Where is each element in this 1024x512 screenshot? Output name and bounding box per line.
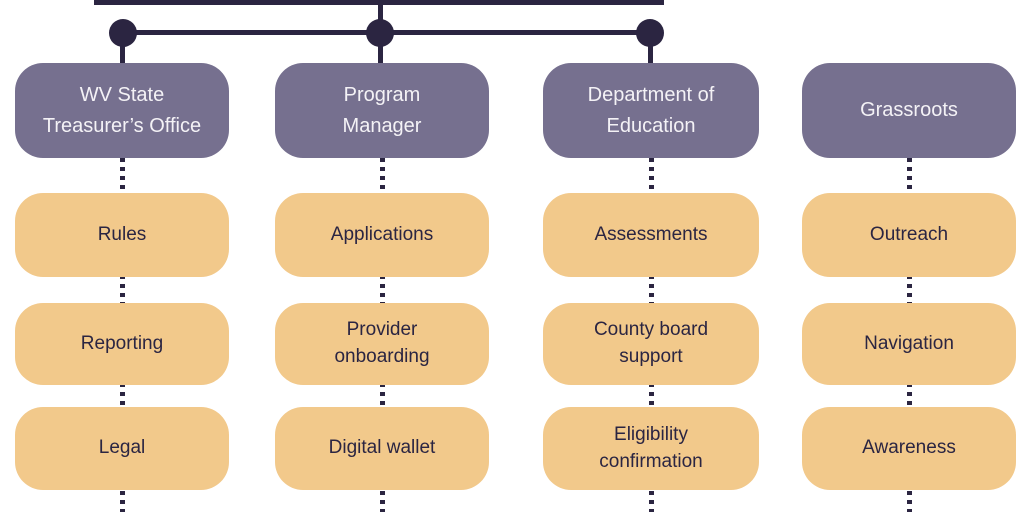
header-label: Department of Education: [587, 83, 715, 137]
item-box: Outreach: [802, 193, 1016, 277]
item-box: Reporting: [15, 303, 229, 385]
item-box: Eligibility confirmation: [543, 407, 759, 490]
column-department-of-education: Department of Education Assessments Coun…: [543, 0, 759, 512]
branch-stub: [120, 33, 125, 65]
item-box: Provider onboarding: [275, 303, 489, 385]
item-label: Reporting: [80, 332, 164, 354]
item-box: Digital wallet: [275, 407, 489, 490]
header-label: Grassroots: [860, 99, 958, 121]
item-label: Outreach: [869, 223, 949, 245]
item-box: Rules: [15, 193, 229, 277]
connector-dot: [366, 19, 394, 47]
item-label: Eligibility confirmation: [599, 423, 703, 472]
item-box: Applications: [275, 193, 489, 277]
item-box: Assessments: [543, 193, 759, 277]
item-label: Rules: [97, 223, 147, 245]
item-box: Awareness: [802, 407, 1016, 490]
item-label: Applications: [330, 223, 434, 245]
item-label: Legal: [98, 437, 146, 459]
header-label: WV State Treasurer’s Office: [42, 83, 202, 137]
column-grassroots: Grassroots Outreach Navigation Awareness: [802, 0, 1016, 512]
branch-stub: [648, 33, 653, 65]
item-box: Legal: [15, 407, 229, 490]
column-program-manager: Program Manager Applications Provider on…: [275, 0, 489, 512]
header-box: WV State Treasurer’s Office: [15, 63, 229, 158]
header-box: Grassroots: [802, 63, 1016, 158]
item-label: Awareness: [862, 437, 956, 459]
item-label: Digital wallet: [328, 437, 436, 459]
item-box: County board support: [543, 303, 759, 385]
item-label: County board support: [593, 319, 709, 367]
column-treasurers-office: WV State Treasurer’s Office Rules Report…: [15, 0, 229, 512]
header-label: Program Manager: [342, 83, 422, 137]
header-box: Department of Education: [543, 63, 759, 158]
item-label: Assessments: [594, 223, 708, 245]
item-label: Navigation: [864, 332, 954, 354]
header-box: Program Manager: [275, 63, 489, 158]
item-label: Provider onboarding: [334, 319, 430, 367]
item-box: Navigation: [802, 303, 1016, 385]
